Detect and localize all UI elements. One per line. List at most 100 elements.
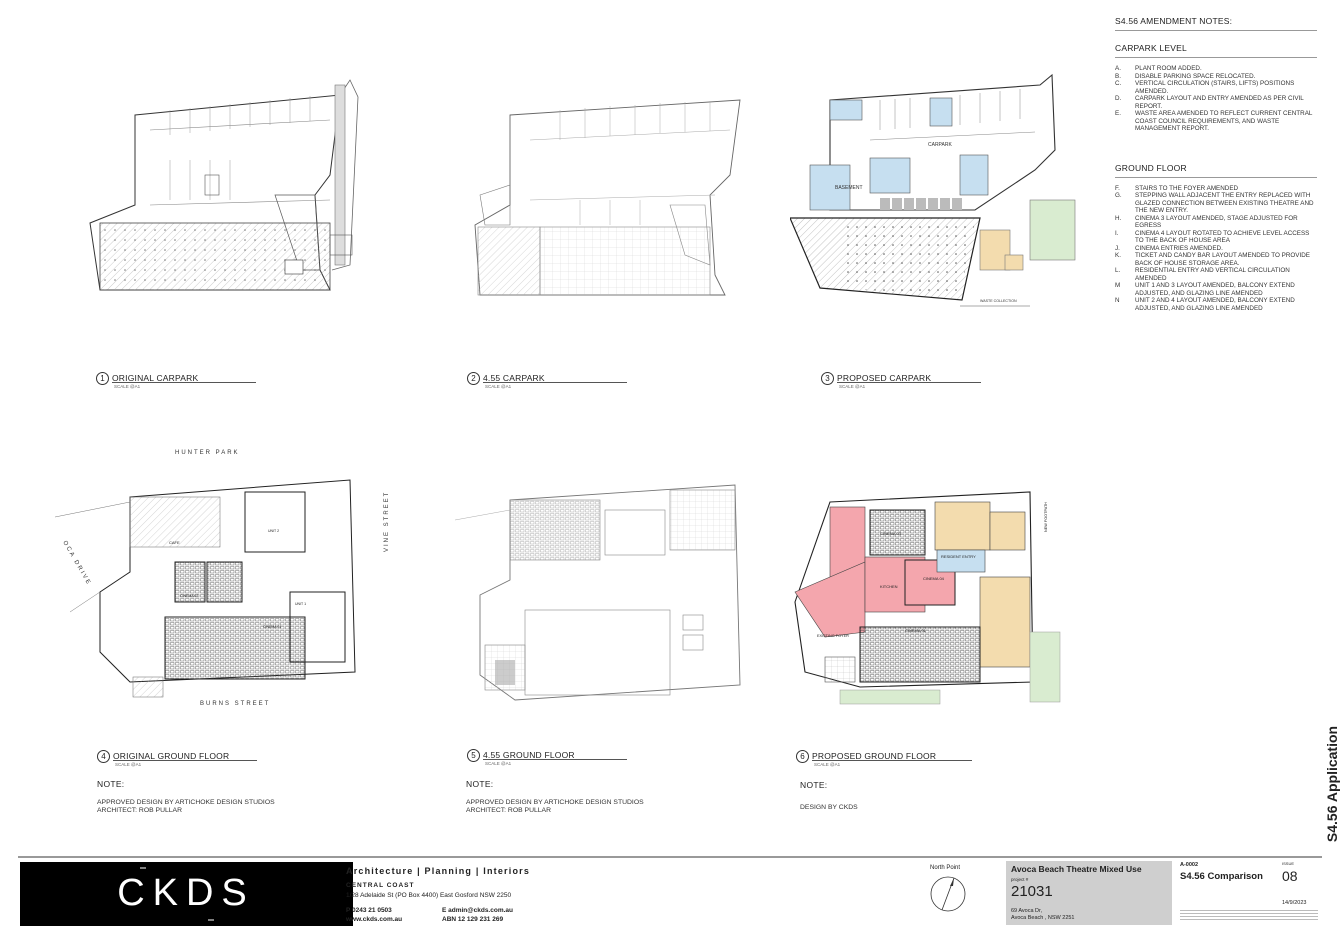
- website-link[interactable]: www.ckds.com.au: [346, 916, 403, 923]
- amendment-item: D.CARPARK LAYOUT AND ENTRY AMENDED AS PE…: [1115, 95, 1317, 110]
- note-heading: NOTE:: [466, 779, 494, 789]
- project-address: 69 Avoca Dr, Avoca Beach , NSW 2251: [1011, 908, 1075, 922]
- amendment-item: M UNIT 1 AND 3 LAYOUT AMENDED, BALCONY EX…: [1115, 282, 1317, 297]
- amendment-text: VERTICAL CIRCULATION (STAIRS, LIFTS) POS…: [1135, 80, 1295, 95]
- plan-455-carpark: [440, 95, 750, 305]
- ground-amendment-list: F. STAIRS TO THE FOYER AMENDED G. STEPPING…: [1115, 185, 1317, 313]
- phone-number: P 0243 21 0503: [346, 907, 392, 914]
- note-body: APPROVED DESIGN BY ARTICHOKE DESIGN STUD…: [97, 799, 275, 815]
- drawing-number: A-0002: [1180, 862, 1199, 868]
- caption-number: 4: [97, 750, 110, 763]
- caption-1: 1 ORIGINAL CARPARK SCALE @A1: [96, 372, 256, 394]
- email-link[interactable]: E admin@ckds.com.au: [442, 907, 513, 914]
- carpark-amendment-list: A.PLANT ROOM ADDED. B. DISABLE PARKING SP…: [1115, 65, 1317, 133]
- amendment-text: RESIDENTIAL ENTRY AND VERTICAL CIRCULATI…: [1135, 267, 1290, 282]
- firm-tagline: Architecture | Planning | Interiors: [346, 866, 531, 876]
- amendment-key: G.: [1115, 192, 1122, 199]
- drawing-date: 14/9/2023: [1282, 900, 1307, 906]
- plan-original-ground-floor: HUNTER PARK BURNS STREET VINE STREET OCA…: [55, 442, 400, 712]
- caption-scale: SCALE @A1: [839, 384, 866, 389]
- amendment-key: K.: [1115, 252, 1121, 259]
- north-arrow-icon: [928, 874, 968, 914]
- caption-title: 4.55 CARPARK: [483, 373, 545, 383]
- caption-number: 5: [467, 749, 480, 762]
- north-point-label: North Point: [930, 865, 961, 871]
- copyright-fine-print: [1180, 910, 1318, 924]
- caption-5: 5 4.55 GROUND FLOOR SCALE @A1: [467, 749, 627, 771]
- caption-title: PROPOSED GROUND FLOOR: [812, 751, 937, 761]
- caption-number: 2: [467, 372, 480, 385]
- caption-number: 1: [96, 372, 109, 385]
- amendment-text: UNIT 1 AND 3 LAYOUT AMENDED, BALCONY EXT…: [1135, 282, 1295, 297]
- caption-rule: [483, 759, 627, 760]
- waste-collection-label: WASTE COLLECTION: [980, 299, 1017, 303]
- caption-title: ORIGINAL GROUND FLOOR: [113, 751, 230, 761]
- amendment-item: E. WASTE AREA AMENDED TO REFLECT CURRENT …: [1115, 110, 1317, 133]
- amendment-text: CARPARK LAYOUT AND ENTRY AMENDED AS PER …: [1135, 95, 1304, 110]
- note-line: ARCHITECT: ROB PULLAR: [97, 807, 182, 814]
- amendment-item: A.PLANT ROOM ADDED.: [1115, 65, 1317, 73]
- project-number: 21031: [1011, 883, 1053, 900]
- amendment-key: J.: [1115, 244, 1120, 252]
- burns-street-label: BURNS STREET: [200, 701, 270, 707]
- amendment-key: A.: [1115, 65, 1121, 72]
- caption-scale: SCALE @A1: [115, 762, 142, 767]
- amendment-text: STEPPING WALL ADJACENT THE ENTRY REPLACE…: [1135, 192, 1314, 214]
- abn-number: ABN 12 129 231 269: [442, 916, 504, 923]
- amendment-key: C.: [1115, 80, 1122, 87]
- amendment-key: B.: [1115, 72, 1121, 80]
- carpark-level-heading: CARPARK LEVEL: [1115, 43, 1317, 58]
- note-line: APPROVED DESIGN BY ARTICHOKE DESIGN STUD…: [466, 799, 644, 806]
- amendment-key: I.: [1115, 229, 1119, 237]
- title-block: CKDS Architecture | Planning | Interiors…: [18, 856, 1322, 926]
- amendment-text: CINEMA 3 LAYOUT AMENDED, STAGE ADJUSTED …: [1135, 214, 1298, 230]
- amendment-item: H.CINEMA 3 LAYOUT AMENDED, STAGE ADJUSTE…: [1115, 215, 1317, 230]
- cafe-label: CAFE: [169, 540, 180, 545]
- cinema-03-label: CINEMA 03: [880, 531, 902, 536]
- project-title: Avoca Beach Theatre Mixed Use: [1011, 864, 1142, 874]
- amendment-key: E.: [1115, 110, 1121, 117]
- issue-label: ISSUE: [1282, 861, 1295, 866]
- ground-floor-heading: GROUND FLOOR: [1115, 163, 1317, 178]
- caption-3: 3 PROPOSED CARPARK SCALE @A1: [821, 372, 981, 394]
- caption-number: 6: [796, 750, 809, 763]
- amendment-item: B. DISABLE PARKING SPACE RELOCATED.: [1115, 73, 1317, 81]
- amendment-item: K. TICKET AND CANDY BAR LAYOUT AMENDED TO…: [1115, 252, 1317, 267]
- caption-rule: [113, 760, 257, 761]
- note-body: APPROVED DESIGN BY ARTICHOKE DESIGN STUD…: [466, 799, 644, 815]
- amendment-text: TICKET AND CANDY BAR LAYOUT AMENDED TO P…: [1135, 252, 1310, 267]
- cinema-01-label: CINEMA 01: [263, 625, 281, 629]
- amendment-notes-title: S4.56 AMENDMENT NOTES:: [1115, 16, 1317, 31]
- amendment-key: M: [1115, 282, 1121, 289]
- caption-number: 3: [821, 372, 834, 385]
- basement-label: BASEMENT: [835, 185, 863, 191]
- caption-rule: [483, 382, 627, 383]
- cinema-04-label: CINEMA 04: [923, 576, 945, 581]
- amendment-key: L.: [1115, 267, 1121, 274]
- amendment-text: DISABLE PARKING SPACE RELOCATED.: [1135, 72, 1256, 80]
- unit-2-label: UNIT 2: [268, 529, 279, 533]
- note-heading: NOTE:: [800, 780, 828, 790]
- note-line: ARCHITECT: ROB PULLAR: [466, 807, 551, 814]
- caption-scale: SCALE @A1: [814, 762, 841, 767]
- amendment-key: F.: [1115, 184, 1120, 192]
- plan-proposed-ground-floor: CINEMA 03 CINEMA 04 KITCHEN CINEMA 01 RE…: [765, 462, 1065, 707]
- caption-2: 2 4.55 CARPARK SCALE @A1: [467, 372, 627, 394]
- caption-scale: SCALE @A1: [485, 384, 512, 389]
- amendment-item: J.CINEMA ENTRIES AMENDED.: [1115, 245, 1317, 253]
- cinema-02-label: CINEMA 02: [180, 594, 198, 598]
- amendment-text: WASTE AREA AMENDED TO REFLECT CURRENT CE…: [1135, 110, 1313, 132]
- avoca-drive-label: OCA DRIVE: [61, 540, 92, 587]
- caption-4: 4 ORIGINAL GROUND FLOOR SCALE @A1: [97, 750, 257, 772]
- caption-6: 6 PROPOSED GROUND FLOOR SCALE @A1: [796, 750, 976, 772]
- amendment-item: C. VERTICAL CIRCULATION (STAIRS, LIFTS) P…: [1115, 80, 1317, 95]
- resident-entry-label: RESIDENT ENTRY: [941, 554, 976, 559]
- amendment-text: STAIRS TO THE FOYER AMENDED: [1135, 184, 1239, 192]
- amendment-item: I.CINEMA 4 LAYOUT ROTATED TO ACHIEVE LEV…: [1115, 230, 1317, 245]
- caption-title: PROPOSED CARPARK: [837, 373, 932, 383]
- caption-scale: SCALE @A1: [485, 761, 512, 766]
- amendment-item: G. STEPPING WALL ADJACENT THE ENTRY REPLA…: [1115, 192, 1317, 215]
- hunter-park-label: HUNTER PARK: [175, 450, 240, 456]
- note-heading: NOTE:: [97, 779, 125, 789]
- side-title: S4.56 Application: [1324, 725, 1340, 843]
